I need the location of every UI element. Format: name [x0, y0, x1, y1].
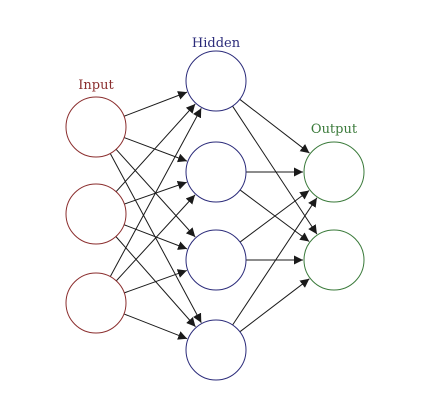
edge-input-3-to-hidden-3: [124, 269, 187, 294]
edge-hidden-4-to-output-2: [239, 278, 310, 333]
hidden-node-2: [185, 141, 247, 203]
edge-input-1-to-hidden-1: [123, 91, 188, 117]
edge-input-2-to-hidden-3: [123, 224, 188, 250]
neurons: [65, 50, 365, 381]
edge-hidden-1-to-output-1: [239, 98, 310, 154]
layer-labels: Input Hidden Output: [78, 36, 358, 137]
input-node-2: [65, 183, 127, 245]
hidden-node-4: [185, 319, 247, 381]
output-node-1: [303, 141, 365, 203]
output-layer-label: Output: [311, 122, 358, 137]
edge-input-2-to-hidden-1: [115, 103, 196, 193]
edge-input-1-to-hidden-2: [123, 137, 188, 163]
hidden-layer-label: Hidden: [192, 36, 241, 51]
edge-input-3-to-hidden-4: [123, 313, 188, 340]
input-node-1: [65, 96, 127, 158]
input-layer-label: Input: [78, 78, 114, 93]
edge-input-3-to-hidden-1: [109, 108, 202, 277]
connections: [109, 91, 318, 340]
edge-input-3-to-hidden-2: [115, 194, 196, 282]
edge-hidden-1-to-output-2: [232, 105, 318, 235]
edge-hidden-4-to-output-1: [232, 197, 318, 326]
edge-hidden-3-to-output-1: [239, 190, 310, 243]
output-node-2: [303, 229, 365, 291]
hidden-node-3: [185, 229, 247, 291]
hidden-node-1: [185, 50, 247, 112]
input-node-3: [65, 272, 127, 334]
